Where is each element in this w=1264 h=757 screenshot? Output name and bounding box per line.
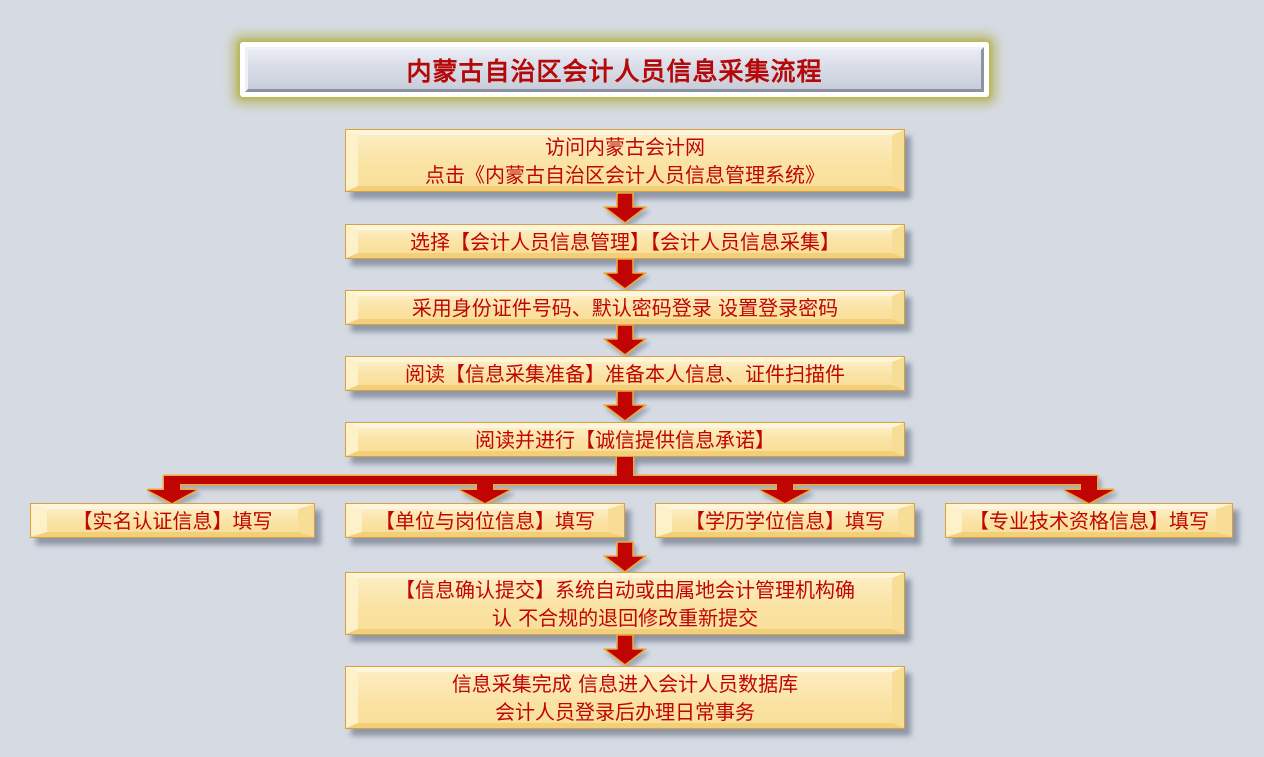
step-box-6: 【信息确认提交】系统自动或由属地会计管理机构确 认 不合规的退回修改重新提交 bbox=[345, 572, 905, 635]
step-box-2-face: 选择【会计人员信息管理】【会计人员信息采集】 bbox=[346, 225, 904, 258]
down-arrow-icon bbox=[603, 324, 647, 356]
step-box-3-face: 采用身份证件号码、默认密码登录 设置登录密码 bbox=[346, 291, 904, 324]
step-box-1-face: 访问内蒙古会计网 点击《内蒙古自治区会计人员信息管理系统》 bbox=[346, 130, 904, 191]
step-box-6-face: 【信息确认提交】系统自动或由属地会计管理机构确 认 不合规的退回修改重新提交 bbox=[346, 573, 904, 634]
step-line: 选择【会计人员信息管理】【会计人员信息采集】 bbox=[410, 229, 840, 254]
branch-box-qualification: 【专业技术资格信息】填写 bbox=[945, 503, 1233, 538]
step-line: 阅读并进行【诚信提供信息承诺】 bbox=[475, 427, 775, 452]
branch-box-education: 【学历学位信息】填写 bbox=[655, 503, 915, 538]
branch-label: 【实名认证信息】填写 bbox=[72, 508, 273, 533]
step-line: 会计人员登录后办理日常事务 bbox=[495, 699, 755, 724]
step-box-4: 阅读【信息采集准备】准备本人信息、证件扫描件 bbox=[345, 356, 905, 391]
branch-label: 【学历学位信息】填写 bbox=[685, 508, 885, 533]
step-line: 阅读【信息采集准备】准备本人信息、证件扫描件 bbox=[405, 361, 845, 386]
step-line: 信息采集完成 信息进入会计人员数据库 bbox=[451, 671, 799, 696]
step-line: 【信息确认提交】系统自动或由属地会计管理机构确 bbox=[395, 577, 855, 602]
step-box-3: 采用身份证件号码、默认密码登录 设置登录密码 bbox=[345, 290, 905, 325]
page-title: 内蒙古自治区会计人员信息采集流程 bbox=[406, 56, 823, 86]
step-box-7: 信息采集完成 信息进入会计人员数据库 会计人员登录后办理日常事务 bbox=[345, 666, 905, 729]
down-arrow-icon bbox=[603, 390, 647, 422]
branch-label: 【单位与岗位信息】填写 bbox=[375, 508, 595, 533]
branch-box-education-face: 【学历学位信息】填写 bbox=[656, 504, 914, 537]
down-arrow-icon bbox=[603, 258, 647, 290]
branch-box-realname-face: 【实名认证信息】填写 bbox=[31, 504, 314, 537]
branch-box-employer-face: 【单位与岗位信息】填写 bbox=[346, 504, 624, 537]
branch-connector bbox=[146, 457, 1115, 503]
step-line: 认 不合规的退回修改重新提交 bbox=[491, 605, 759, 630]
step-line: 点击《内蒙古自治区会计人员信息管理系统》 bbox=[425, 162, 825, 187]
step-box-1: 访问内蒙古会计网 点击《内蒙古自治区会计人员信息管理系统》 bbox=[345, 129, 905, 192]
step-line: 访问内蒙古会计网 bbox=[545, 134, 705, 159]
down-arrow-icon bbox=[603, 541, 647, 573]
step-box-4-face: 阅读【信息采集准备】准备本人信息、证件扫描件 bbox=[346, 357, 904, 390]
step-box-7-face: 信息采集完成 信息进入会计人员数据库 会计人员登录后办理日常事务 bbox=[346, 667, 904, 728]
branch-box-realname: 【实名认证信息】填写 bbox=[30, 503, 315, 538]
title-panel: 内蒙古自治区会计人员信息采集流程 bbox=[245, 47, 984, 92]
down-arrow-icon bbox=[603, 634, 647, 666]
step-box-5: 阅读并进行【诚信提供信息承诺】 bbox=[345, 422, 905, 457]
step-box-2: 选择【会计人员信息管理】【会计人员信息采集】 bbox=[345, 224, 905, 259]
step-line: 采用身份证件号码、默认密码登录 设置登录密码 bbox=[411, 295, 839, 320]
title-box: 内蒙古自治区会计人员信息采集流程 bbox=[240, 42, 989, 97]
step-box-5-face: 阅读并进行【诚信提供信息承诺】 bbox=[346, 423, 904, 456]
branch-box-employer: 【单位与岗位信息】填写 bbox=[345, 503, 625, 538]
branch-label: 【专业技术资格信息】填写 bbox=[969, 508, 1209, 533]
down-arrow-icon bbox=[603, 192, 647, 224]
branch-box-qualification-face: 【专业技术资格信息】填写 bbox=[946, 504, 1232, 537]
